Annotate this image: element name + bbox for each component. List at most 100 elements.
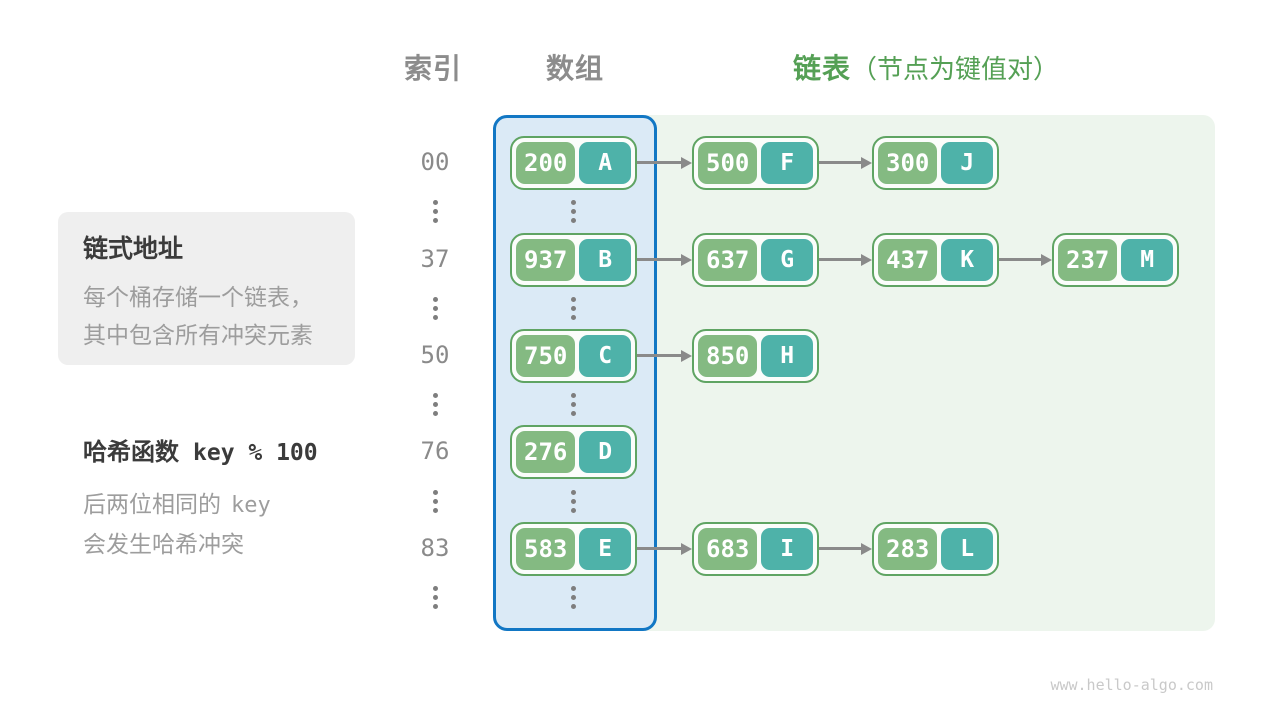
next-pointer-arrow-icon xyxy=(819,157,872,169)
pair-value: H xyxy=(761,335,813,377)
ellipsis-dot xyxy=(570,586,576,591)
pair-value: A xyxy=(579,142,631,184)
ellipsis-dot xyxy=(432,586,438,591)
hash-function-title: 哈希函数 key % 100 xyxy=(83,432,403,467)
hash-note-line-1-code: key xyxy=(231,493,271,518)
arrow-head-icon xyxy=(861,254,872,266)
pair-key: 500 xyxy=(698,142,758,184)
ellipsis-dot xyxy=(432,200,438,205)
ellipsis-icon xyxy=(432,393,438,416)
next-pointer-arrow-icon xyxy=(637,350,692,362)
bucket-index-label: 00 xyxy=(420,148,450,176)
next-pointer-arrow-icon xyxy=(819,254,872,266)
arrow-head-icon xyxy=(681,254,692,266)
ellipsis-icon xyxy=(432,586,438,609)
bucket-index-label: 37 xyxy=(420,245,450,273)
pair-value: L xyxy=(941,528,993,570)
next-pointer-arrow-icon xyxy=(819,543,872,555)
ellipsis-dot xyxy=(432,499,438,504)
ellipsis-dot xyxy=(432,490,438,495)
hash-note-line-1: 后两位相同的 key xyxy=(83,485,403,525)
ellipsis-dot xyxy=(570,490,576,495)
arrow-head-icon xyxy=(1041,254,1052,266)
arrow-shaft xyxy=(999,258,1043,261)
pair-value: B xyxy=(579,239,631,281)
list-column-header: 链表（节点为键值对） xyxy=(793,53,1059,85)
pair-value: E xyxy=(579,528,631,570)
ellipsis-dot xyxy=(432,209,438,214)
pair-key: 283 xyxy=(878,528,938,570)
list-header-note: （节点为键值对） xyxy=(851,54,1060,84)
pair-key: 683 xyxy=(698,528,758,570)
pair-key: 276 xyxy=(516,431,576,473)
arrow-shaft xyxy=(819,161,863,164)
method-callout-box: 链式地址 每个桶存储一个链表， 其中包含所有冲突元素 xyxy=(58,212,355,365)
ellipsis-dot xyxy=(570,393,576,398)
ellipsis-icon xyxy=(570,297,576,320)
arrow-head-icon xyxy=(861,543,872,555)
ellipsis-icon xyxy=(432,200,438,223)
arrow-shaft xyxy=(819,547,863,550)
ellipsis-dot xyxy=(432,393,438,398)
arrow-shaft xyxy=(637,258,683,261)
ellipsis-dot xyxy=(432,411,438,416)
pair-key: 237 xyxy=(1058,239,1118,281)
next-pointer-arrow-icon xyxy=(999,254,1052,266)
pair-key: 637 xyxy=(698,239,758,281)
ellipsis-dot xyxy=(432,595,438,600)
pair-value: I xyxy=(761,528,813,570)
hash-function-label: 哈希函数 xyxy=(83,439,179,466)
pair-key: 937 xyxy=(516,239,576,281)
next-pointer-arrow-icon xyxy=(637,543,692,555)
ellipsis-dot xyxy=(570,411,576,416)
arrow-shaft xyxy=(819,258,863,261)
ellipsis-dot xyxy=(570,315,576,320)
pair-value: G xyxy=(761,239,813,281)
hash-function-formula: key % 100 xyxy=(193,440,318,466)
bucket-index-label: 76 xyxy=(420,437,450,465)
pair-key: 200 xyxy=(516,142,576,184)
ellipsis-dot xyxy=(570,595,576,600)
pair-key: 437 xyxy=(878,239,938,281)
ellipsis-icon xyxy=(432,297,438,320)
arrow-head-icon xyxy=(681,157,692,169)
arrow-shaft xyxy=(637,161,683,164)
arrow-head-icon xyxy=(681,350,692,362)
pair-value: C xyxy=(579,335,631,377)
arrow-shaft xyxy=(637,547,683,550)
ellipsis-dot xyxy=(570,218,576,223)
pair-value: M xyxy=(1121,239,1173,281)
ellipsis-icon xyxy=(570,393,576,416)
pair-value: D xyxy=(579,431,631,473)
pair-value: F xyxy=(761,142,813,184)
hash-function-note: 哈希函数 key % 100 后两位相同的 key 会发生哈希冲突 xyxy=(83,432,403,564)
pair-key: 750 xyxy=(516,335,576,377)
method-desc-line-1: 每个桶存储一个链表， xyxy=(83,284,313,310)
ellipsis-dot xyxy=(432,402,438,407)
ellipsis-icon xyxy=(570,490,576,513)
ellipsis-icon xyxy=(432,490,438,513)
ellipsis-dot xyxy=(570,508,576,513)
ellipsis-dot xyxy=(432,218,438,223)
watermark: www.hello-algo.com xyxy=(1050,676,1213,694)
arrow-head-icon xyxy=(681,543,692,555)
bucket-index-label: 50 xyxy=(420,341,450,369)
pair-value: K xyxy=(941,239,993,281)
pair-value: J xyxy=(941,142,993,184)
pair-key: 583 xyxy=(516,528,576,570)
list-header-title: 链表 xyxy=(793,53,852,84)
array-column-header: 数组 xyxy=(545,53,604,84)
bucket-index-label: 83 xyxy=(420,534,450,562)
ellipsis-dot xyxy=(570,499,576,504)
